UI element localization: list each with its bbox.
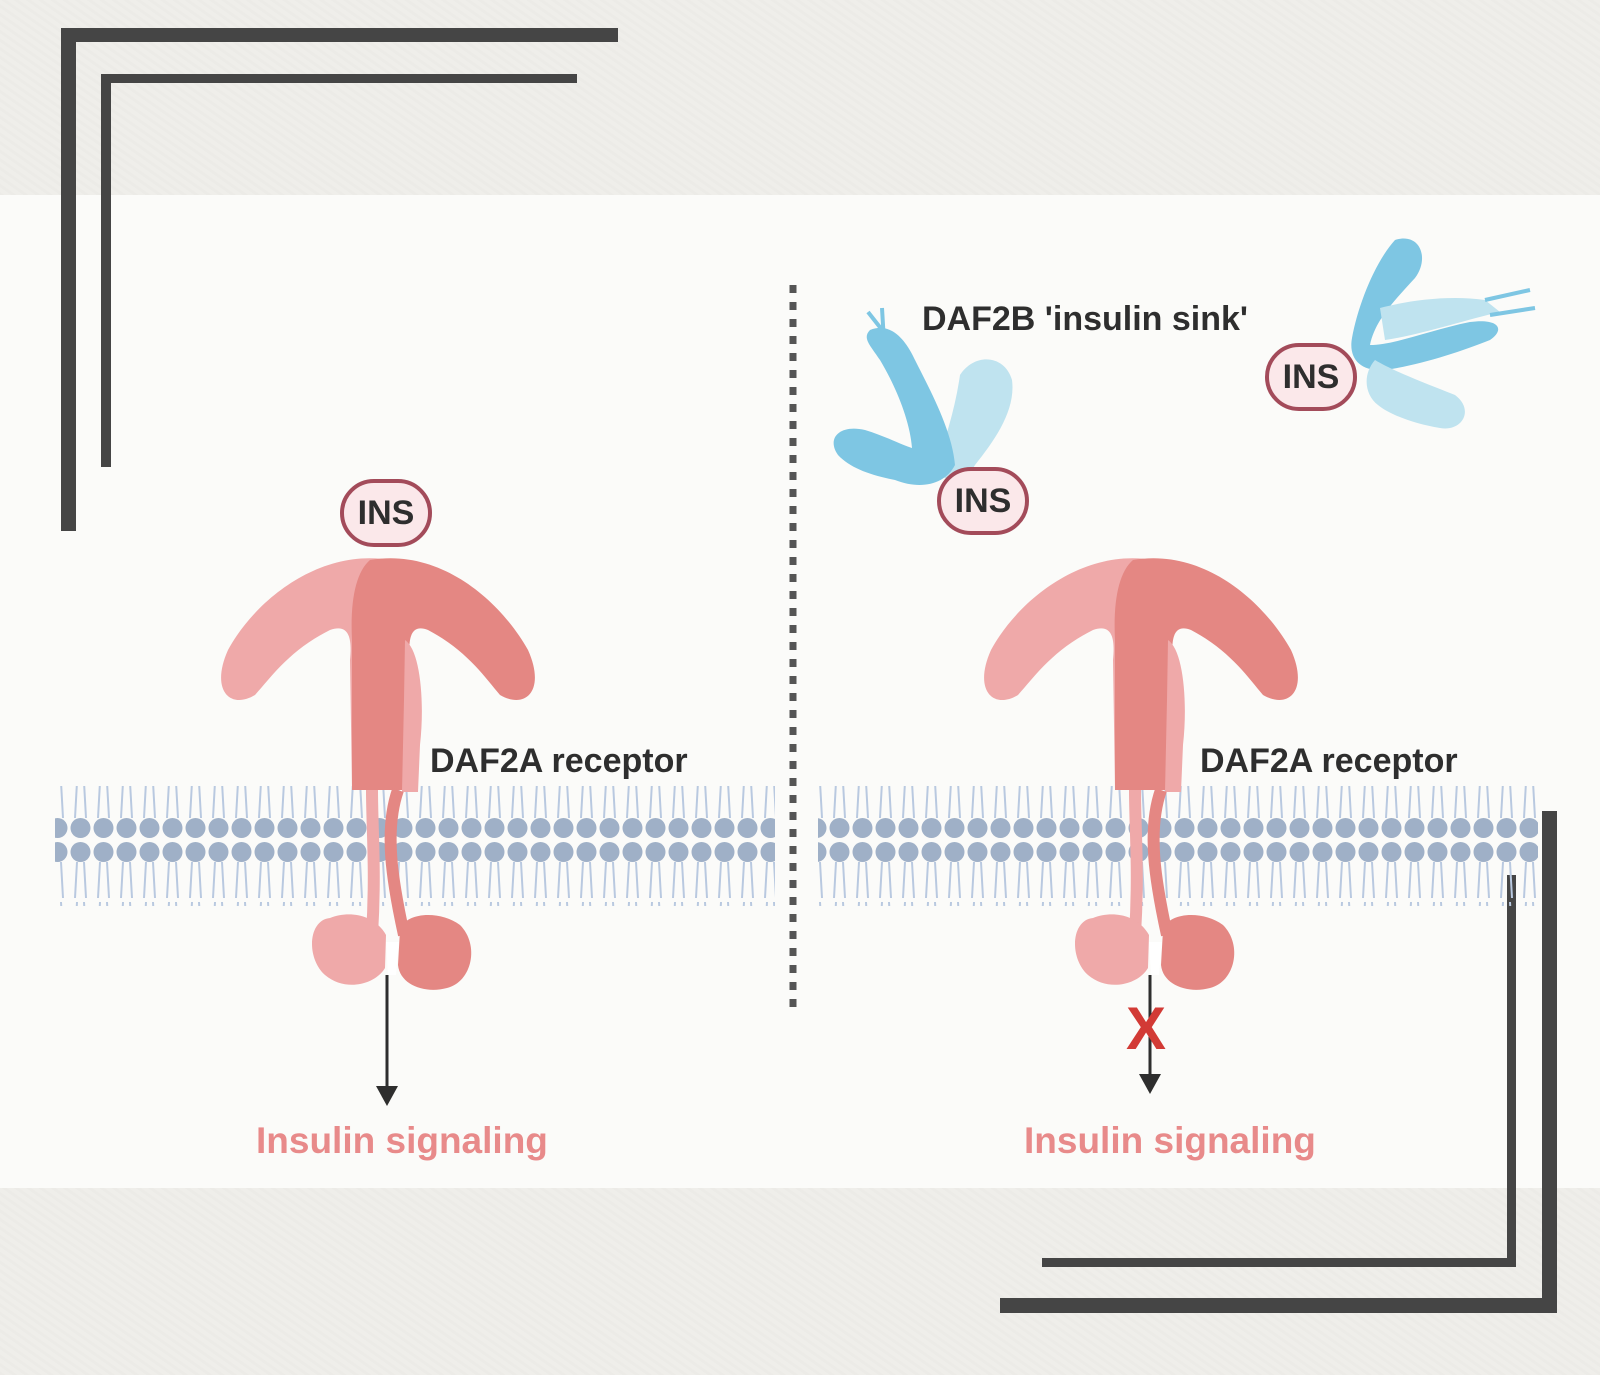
ins-ligand-sink-2: INS: [1265, 343, 1357, 411]
daf2b-sink-left: [833, 307, 1013, 490]
membrane-left: [55, 786, 775, 906]
membrane-right: [818, 786, 1538, 906]
receptor-label-left: DAF2A receptor: [430, 742, 688, 780]
ins-ligand-sink-1: INS: [937, 467, 1029, 535]
signaling-label-right: Insulin signaling: [1024, 1120, 1316, 1161]
signaling-label-left: Insulin signaling: [256, 1120, 548, 1161]
ins-ligand-sink-2-label: INS: [1282, 357, 1340, 396]
frame-top-left: [61, 28, 618, 531]
daf2a-receptor-left: [221, 558, 535, 1106]
ins-ligand-sink-1-label: INS: [954, 481, 1012, 520]
daf2a-receptor-right: [984, 558, 1298, 1094]
sink-label: DAF2B 'insulin sink': [922, 300, 1248, 338]
frame-bottom-right: [1000, 811, 1557, 1313]
block-mark: X: [1126, 995, 1167, 1062]
receptor-label-right: DAF2A receptor: [1200, 742, 1458, 780]
ins-ligand-left-label: INS: [357, 493, 415, 532]
daf2b-sink-right: [1351, 238, 1536, 429]
ins-ligand-left: INS: [340, 479, 432, 547]
